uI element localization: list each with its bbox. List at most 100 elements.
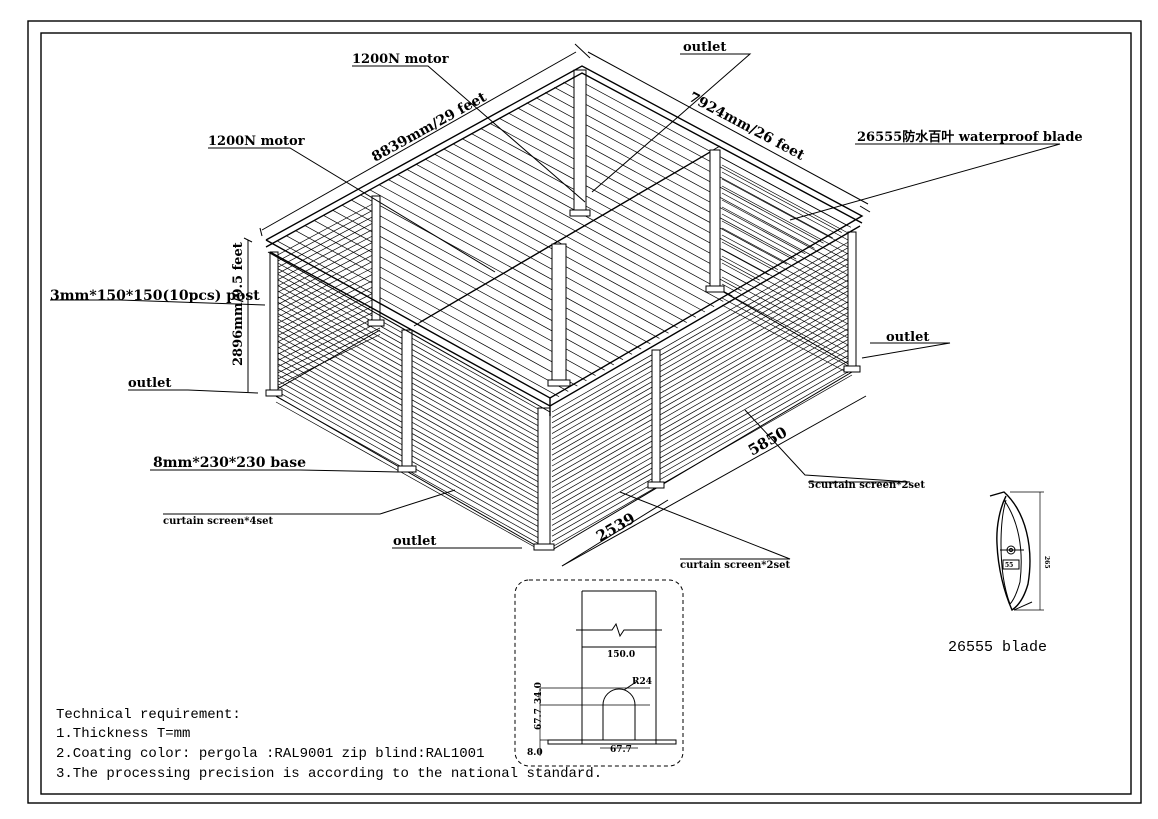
front-right-slat [551, 331, 853, 505]
front-right-slat [551, 347, 853, 521]
base-plate-detail: 150.0 R24 34.0 67.7 8.0 67.7 [514, 579, 684, 767]
back-left-slat [271, 276, 381, 333]
back-right-slat [721, 213, 849, 283]
roof-louver [304, 225, 587, 382]
outer-frame [27, 20, 1142, 804]
label-outlet-top: outlet [683, 40, 726, 55]
roof-louver [360, 194, 642, 350]
label-post: 3mm*150*150(10pcs) post [50, 288, 260, 304]
technical-notes: Technical requirement: 1.Thickness T=mm … [56, 707, 602, 782]
label-motor-top: 1200N motor [352, 52, 449, 67]
back-right-slat [721, 199, 849, 269]
front-right-slat [551, 309, 853, 483]
back-left-slat [271, 238, 381, 296]
roof-louver [563, 81, 842, 233]
roof-louver [452, 143, 733, 297]
back-left-slat [271, 263, 381, 321]
label-blade: 26555防水百叶 waterproof blade [857, 129, 1083, 145]
roof-louver [434, 153, 715, 308]
front-right-slat [551, 288, 853, 461]
blade-small: 55 [1005, 562, 1013, 569]
post [709, 149, 721, 289]
front-left-slat [275, 401, 541, 551]
label-outlet-bottom: outlet [393, 534, 436, 549]
front-right-slat [551, 250, 853, 424]
roof-louver [341, 204, 624, 360]
back-left-slat [271, 308, 381, 364]
roof-louver [424, 158, 706, 313]
front-right-slat [551, 266, 853, 440]
front-right-slat [551, 315, 853, 488]
back-left-slat [271, 225, 381, 284]
front-right-slat [551, 358, 853, 532]
back-right-slat [721, 164, 849, 234]
dim-5850: 5850 [745, 423, 790, 459]
back-left-slat [271, 289, 381, 346]
dim-width: 7924mm/26 feet [686, 89, 807, 164]
back-left-slat [271, 231, 381, 290]
post [573, 69, 587, 213]
label-outlet-right: outlet [886, 330, 929, 345]
back-left-slat [271, 282, 381, 339]
back-left-slat [271, 327, 381, 383]
back-left-slat [271, 212, 381, 271]
base-plate [569, 209, 591, 217]
roof-louver [378, 184, 660, 339]
back-right-slat [721, 304, 849, 374]
back-right-slat [721, 248, 849, 318]
back-left-slat [271, 270, 381, 327]
front-right-slat [551, 363, 853, 537]
inner-frame [40, 32, 1132, 795]
back-left-slat [271, 314, 381, 370]
back-right-slat [721, 192, 849, 262]
roof-louver [369, 189, 651, 345]
notes-heading: Technical requirement: [56, 707, 241, 723]
label-base: 8mm*230*230 base [153, 455, 306, 471]
back-right-slat [721, 297, 849, 367]
front-right-slat [551, 282, 853, 456]
back-left-slat [271, 321, 381, 377]
posts [265, 69, 861, 551]
back-right-slat [721, 206, 849, 276]
roof-louver [397, 174, 678, 329]
back-right-slat [721, 262, 849, 332]
back-left-slat [271, 250, 381, 308]
back-right-slat [721, 241, 849, 311]
front-right-slat [551, 293, 853, 467]
roof-louver [350, 199, 633, 355]
front-right-slat [551, 326, 853, 499]
roof-beam [413, 149, 715, 327]
label-curtain-4set: curtain screen*4set [163, 516, 273, 527]
front-right-slat [551, 342, 853, 515]
callout-labels: 1200N motor 1200N motor outlet 26555防水百叶… [50, 40, 1083, 571]
leader-lines [50, 43, 1061, 567]
blade-caption: 26555 blade [948, 639, 1047, 656]
base-plate [705, 285, 725, 293]
back-right-slat [721, 171, 849, 241]
front-right-floor [551, 371, 853, 551]
post [847, 231, 857, 369]
front-right-slat [551, 320, 853, 494]
detail-border [514, 579, 684, 767]
roof-louver [277, 240, 560, 398]
roof-louver [415, 163, 697, 318]
base-plate [547, 379, 571, 387]
roof-louver [443, 148, 724, 302]
notes-line3: 3.The processing precision is according … [56, 766, 602, 782]
label-curtain-2set-front: curtain screen*2set [680, 560, 790, 571]
front-right-slat [551, 255, 853, 429]
notes-line1: 1.Thickness T=mm [56, 726, 190, 742]
post [651, 349, 661, 485]
post [269, 251, 279, 393]
post [537, 407, 551, 547]
blade-section: 265 55 26555 blade [948, 491, 1050, 656]
front-right-slat [551, 277, 853, 451]
detail-r24: R24 [632, 677, 652, 687]
back-left-slat [271, 218, 381, 277]
blade-dim: 265 [1043, 556, 1050, 569]
base-plate [533, 543, 555, 551]
back-right-slat [721, 220, 849, 290]
detail-67-w: 67.7 [610, 745, 632, 755]
notes-line2: 2.Coating color: pergola :RAL9001 zip bl… [56, 746, 484, 762]
